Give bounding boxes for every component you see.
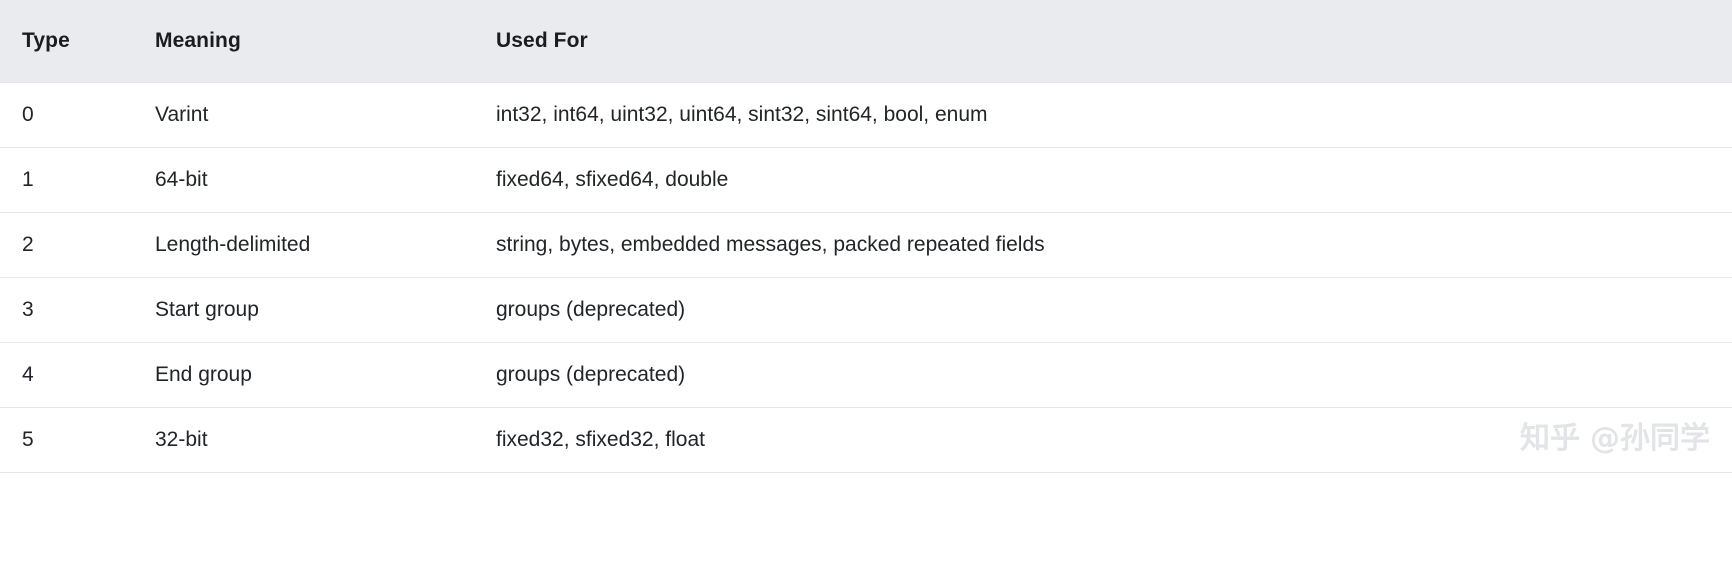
cell-meaning: Length-delimited <box>155 232 311 256</box>
cell-type: 5 <box>22 427 34 451</box>
table-row: 3 Start group groups (deprecated) <box>0 277 1732 342</box>
cell-meaning: End group <box>155 362 252 386</box>
cell-used-for: groups (deprecated) <box>496 297 686 321</box>
cell-meaning: Varint <box>155 102 209 126</box>
table-header: Type Meaning Used For <box>0 0 1732 82</box>
cell-meaning: Start group <box>155 297 259 321</box>
cell-meaning: 32-bit <box>155 427 208 451</box>
cell-used-for: string, bytes, embedded messages, packed… <box>496 232 1045 256</box>
column-header-used-for: Used For <box>496 28 588 52</box>
table-row: 4 End group groups (deprecated) <box>0 342 1732 407</box>
cell-type: 2 <box>22 232 34 256</box>
table-row: 2 Length-delimited string, bytes, embedd… <box>0 212 1732 277</box>
table-header-row: Type Meaning Used For <box>0 0 1732 82</box>
cell-used-for: int32, int64, uint32, uint64, sint32, si… <box>496 102 988 126</box>
table-row: 5 32-bit fixed32, sfixed32, float <box>0 407 1732 472</box>
table-row: 1 64-bit fixed64, sfixed64, double <box>0 147 1732 212</box>
cell-type: 3 <box>22 297 34 321</box>
column-header-meaning: Meaning <box>155 28 241 52</box>
table-body: 0 Varint int32, int64, uint32, uint64, s… <box>0 82 1732 472</box>
cell-meaning: 64-bit <box>155 167 208 191</box>
table-row: 0 Varint int32, int64, uint32, uint64, s… <box>0 82 1732 147</box>
wire-type-table: Type Meaning Used For 0 Varint int32, in… <box>0 0 1732 472</box>
cell-type: 0 <box>22 102 34 126</box>
cell-type: 1 <box>22 167 34 191</box>
column-header-type: Type <box>22 28 70 52</box>
cell-used-for: fixed32, sfixed32, float <box>496 427 705 451</box>
cell-used-for: groups (deprecated) <box>496 362 686 386</box>
cell-type: 4 <box>22 362 34 386</box>
cell-used-for: fixed64, sfixed64, double <box>496 167 729 191</box>
